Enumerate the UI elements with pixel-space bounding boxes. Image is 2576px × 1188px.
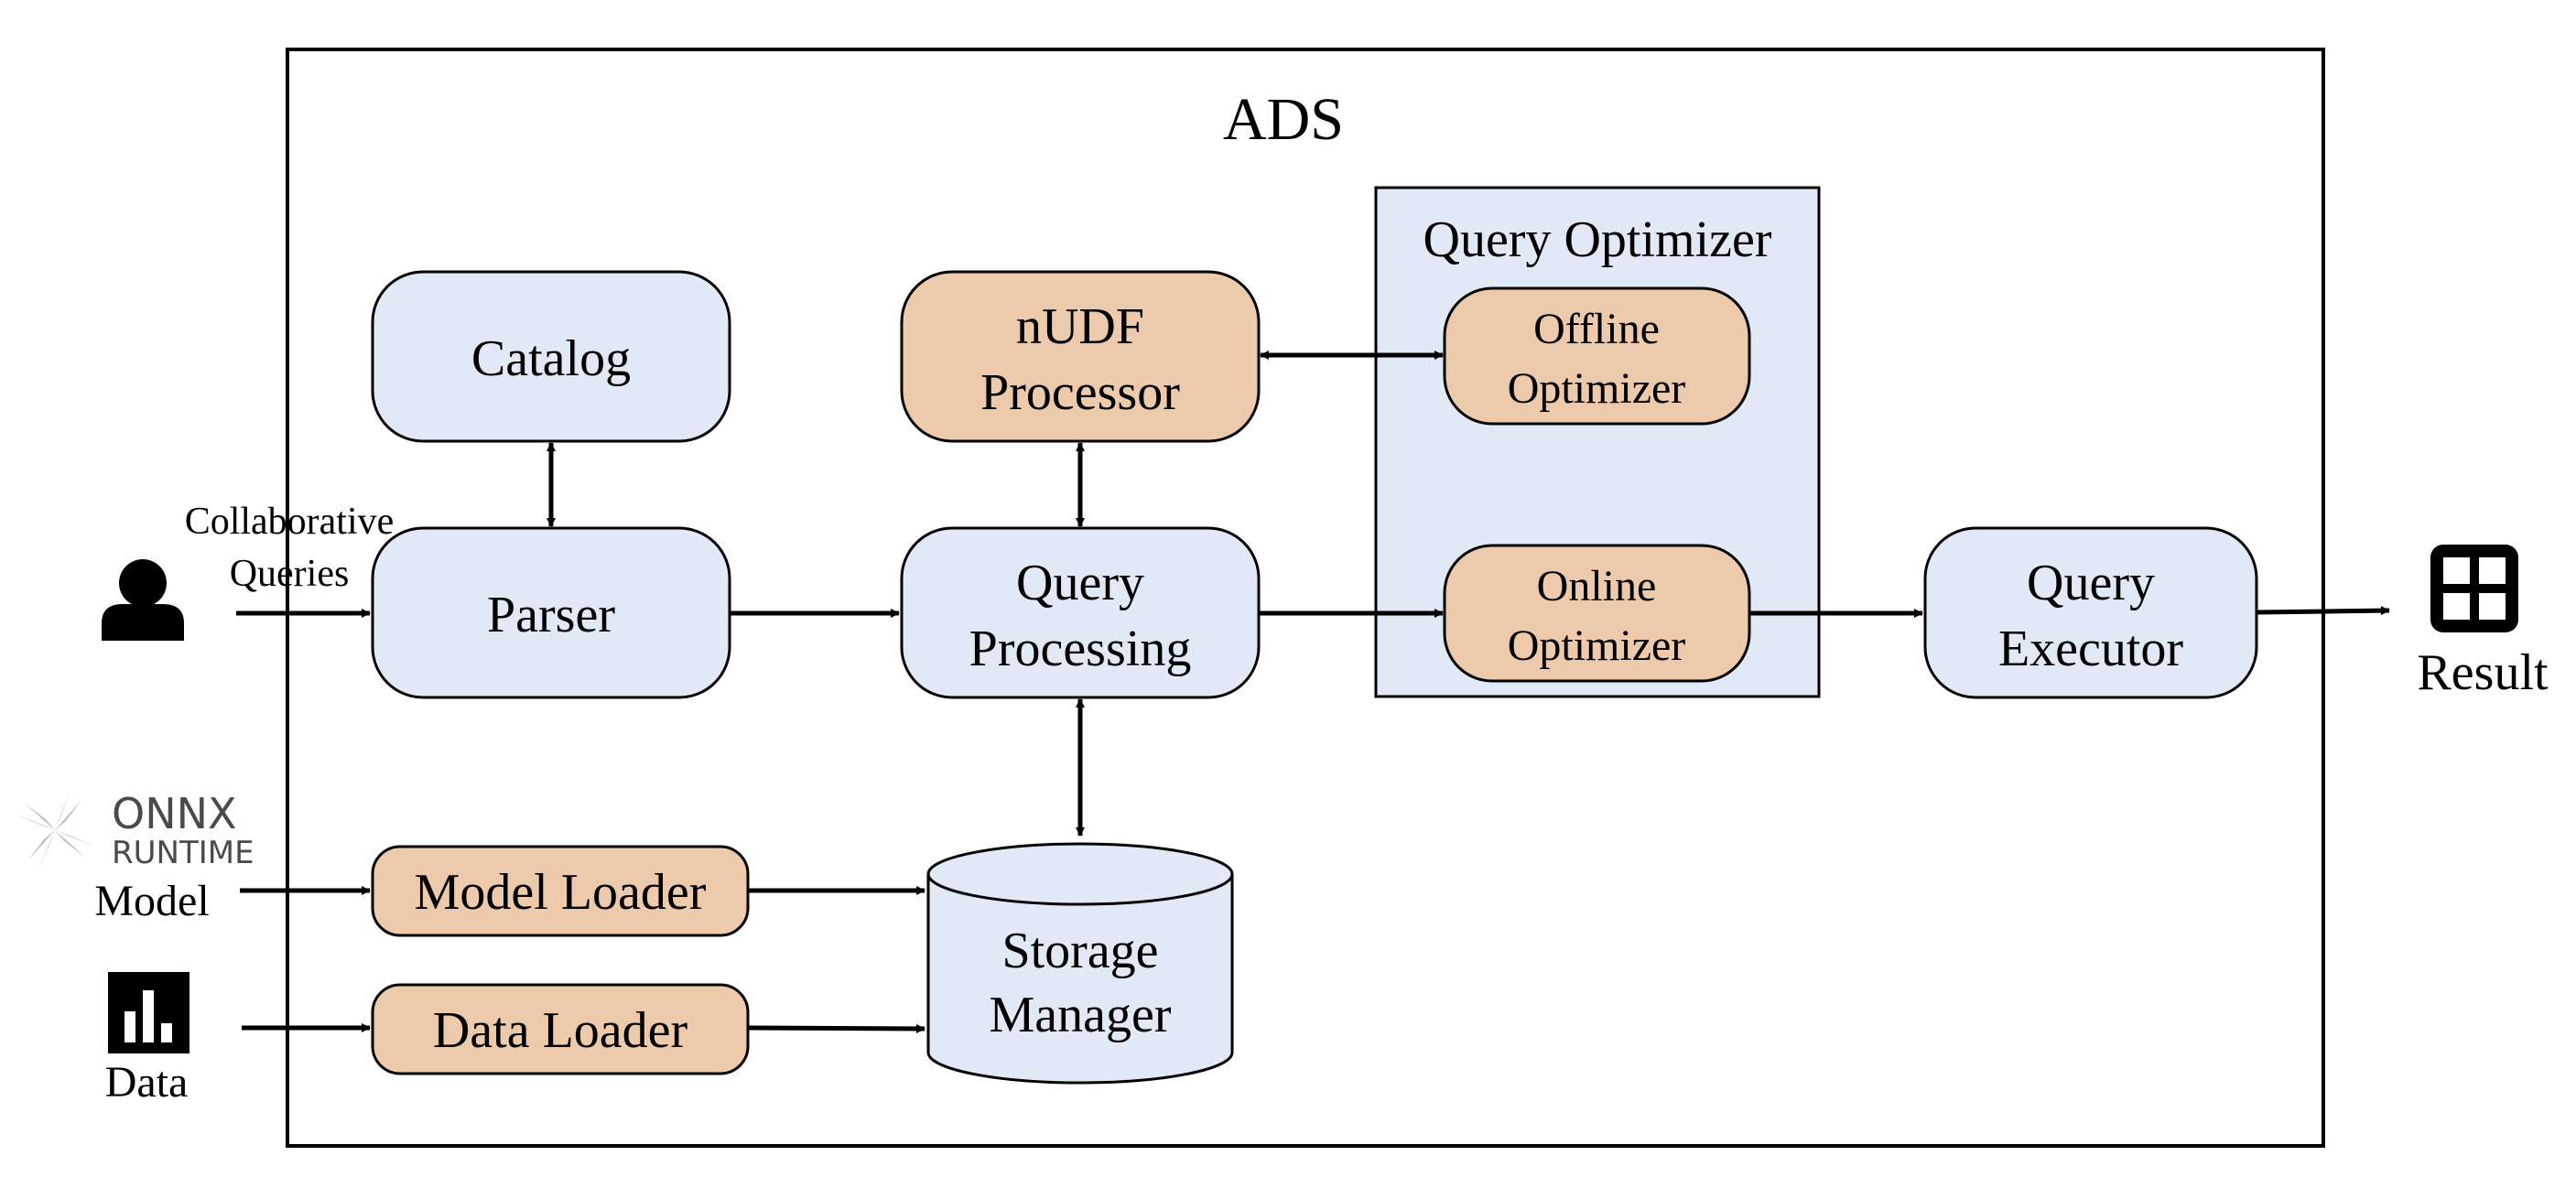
storage-manager-cylinder: Storage Manager [926, 842, 1234, 1085]
arrow-executor-to-result [2257, 606, 2390, 616]
query-processing-label-line2: Processing [969, 621, 1192, 677]
query-processing-box: Query Processing [900, 526, 1261, 699]
table-grid-icon [2430, 545, 2518, 632]
model-label: Model [94, 877, 209, 925]
arrows [236, 351, 2390, 1033]
storage-manager-label-line1: Storage [1001, 923, 1158, 979]
arrow-data-loader-to-storage [748, 1023, 925, 1033]
data-loader-box: Data Loader [371, 983, 750, 1075]
offline-optimizer-label-line2: Optimizer [1508, 364, 1686, 413]
ads-title: ADS [1223, 86, 1344, 153]
query-optimizer-title: Query Optimizer [1423, 211, 1772, 268]
online-optimizer-box: Online Optimizer [1443, 544, 1751, 683]
user-icon [102, 559, 184, 641]
storage-manager-label-line2: Manager [989, 987, 1171, 1043]
offline-optimizer-label-line1: Offline [1533, 305, 1660, 353]
parser-label: Parser [487, 587, 615, 643]
data-label: Data [105, 1058, 189, 1107]
collaborative-queries-label-line1: Collaborative [185, 501, 395, 543]
online-optimizer-label-line1: Online [1537, 562, 1657, 610]
onnx-runtime-logo: ONNX RUNTIME [15, 789, 254, 871]
query-executor-box: Query Executor [1923, 526, 2258, 699]
nudf-label-line1: nUDF [1016, 298, 1144, 355]
catalog-label: Catalog [471, 330, 631, 387]
online-optimizer-label-line2: Optimizer [1508, 621, 1686, 670]
query-processing-label-line1: Query [1016, 555, 1144, 611]
onnx-logo-text: ONNX [112, 789, 237, 838]
onnx-logo-subtext: RUNTIME [112, 835, 254, 871]
nudf-processor-box: nUDF Processor [900, 270, 1261, 443]
bar-chart-icon [108, 972, 189, 1053]
result-label: Result [2417, 644, 2549, 701]
data-loader-label: Data Loader [433, 1002, 688, 1059]
query-executor-label-line2: Executor [1998, 621, 2183, 677]
nudf-label-line2: Processor [980, 364, 1180, 421]
collaborative-queries-label-line2: Queries [230, 553, 350, 595]
query-executor-label-line1: Query [2027, 555, 2155, 611]
model-loader-label: Model Loader [415, 864, 707, 921]
catalog-box: Catalog [371, 270, 731, 443]
offline-optimizer-box: Offline Optimizer [1443, 286, 1751, 426]
model-loader-box: Model Loader [371, 845, 750, 937]
parser-box: Parser [371, 526, 731, 699]
